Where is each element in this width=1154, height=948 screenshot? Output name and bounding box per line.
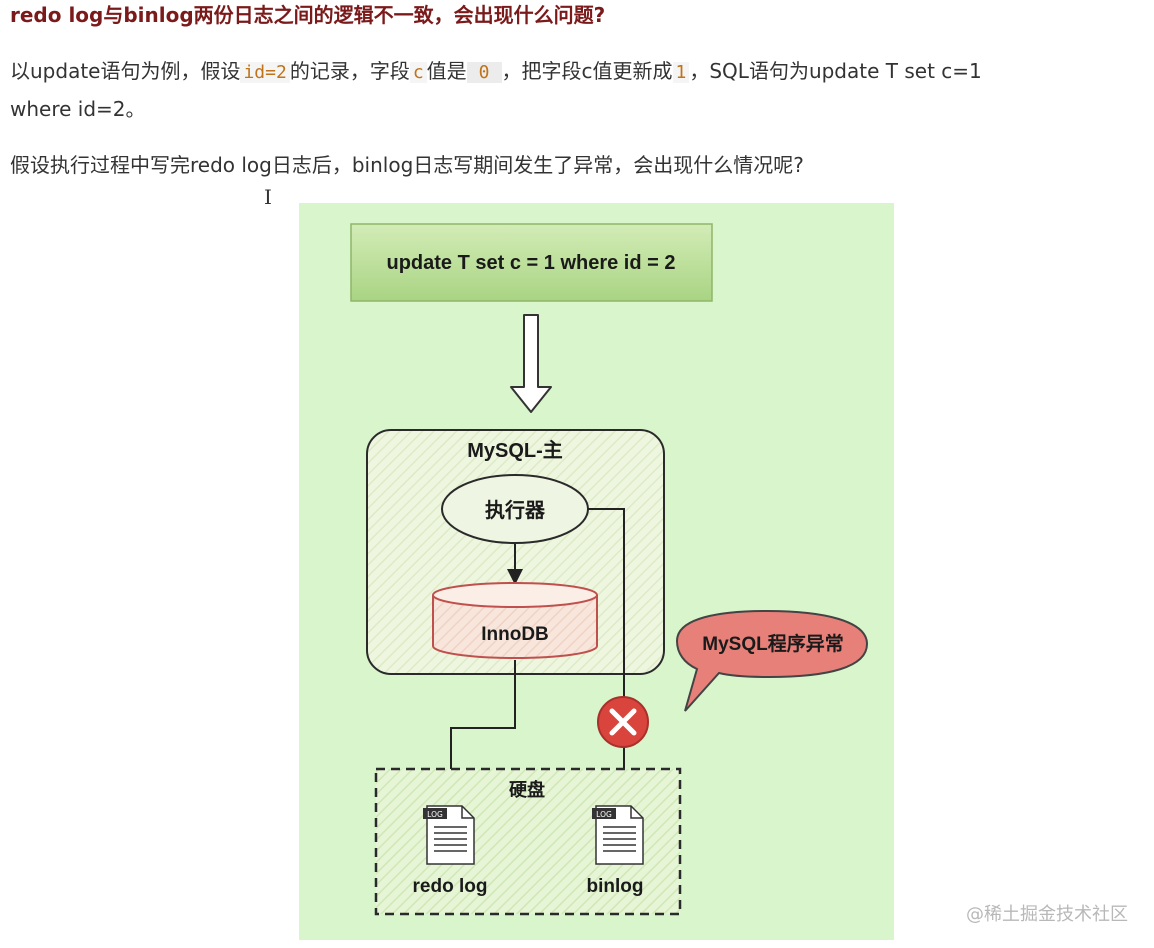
- executor-label: 执行器: [485, 498, 546, 522]
- error-speech-bubble: MySQL程序异常: [675, 609, 869, 712]
- redo-log-file-icon: LOG: [423, 805, 475, 865]
- inline-code-old-value: 0: [466, 62, 502, 83]
- disk-label: 硬盘: [509, 779, 545, 800]
- sql-statement-box: update T set c = 1 where id = 2: [350, 223, 713, 302]
- mysql-main-label: MySQL-主: [467, 438, 563, 462]
- paragraph-text: 的记录，字段: [289, 59, 410, 83]
- redo-log-label: redo log: [413, 876, 488, 897]
- innodb-cylinder: InnoDB: [432, 582, 598, 659]
- binlog-label: binlog: [587, 876, 644, 897]
- paragraph-text: 以update语句为例，假设: [10, 59, 241, 83]
- binlog-file-icon: LOG: [592, 805, 644, 865]
- down-arrow-icon: [510, 314, 552, 413]
- mysql-redo-binlog-diagram: update T set c = 1 where id = 2 MySQL-主 …: [299, 203, 894, 940]
- inline-code-field: c: [409, 62, 427, 83]
- article-heading: redo log与binlog两份日志之间的逻辑不一致，会出现什么问题?: [10, 3, 606, 27]
- innodb-label: InnoDB: [481, 624, 549, 645]
- text-cursor-icon: I: [264, 185, 272, 209]
- binlog-badge: LOG: [596, 810, 612, 819]
- paragraph-2: 假设执行过程中写完redo log日志后，binlog日志写期间发生了异常，会出…: [10, 153, 804, 177]
- paragraph-text: ，把字段c值更新成: [501, 59, 673, 83]
- error-bubble-label: MySQL程序异常: [702, 632, 843, 655]
- sql-statement-text: update T set c = 1 where id = 2: [387, 252, 676, 274]
- inline-code-new-value: 1: [672, 62, 690, 83]
- paragraph-1-line-2: where id=2。: [10, 97, 146, 121]
- innodb-to-redo-log-arrow: [443, 660, 516, 808]
- error-x-icon: [597, 696, 649, 748]
- redo-log-badge: LOG: [427, 810, 443, 819]
- watermark: @稀土掘金技术社区: [966, 904, 1128, 925]
- paragraph-text: 值是: [426, 59, 467, 83]
- paragraph-text: ，SQL语句为update T set c=1: [689, 59, 982, 83]
- inline-code-id: id=2: [240, 62, 290, 83]
- executor-node: 执行器: [441, 474, 589, 544]
